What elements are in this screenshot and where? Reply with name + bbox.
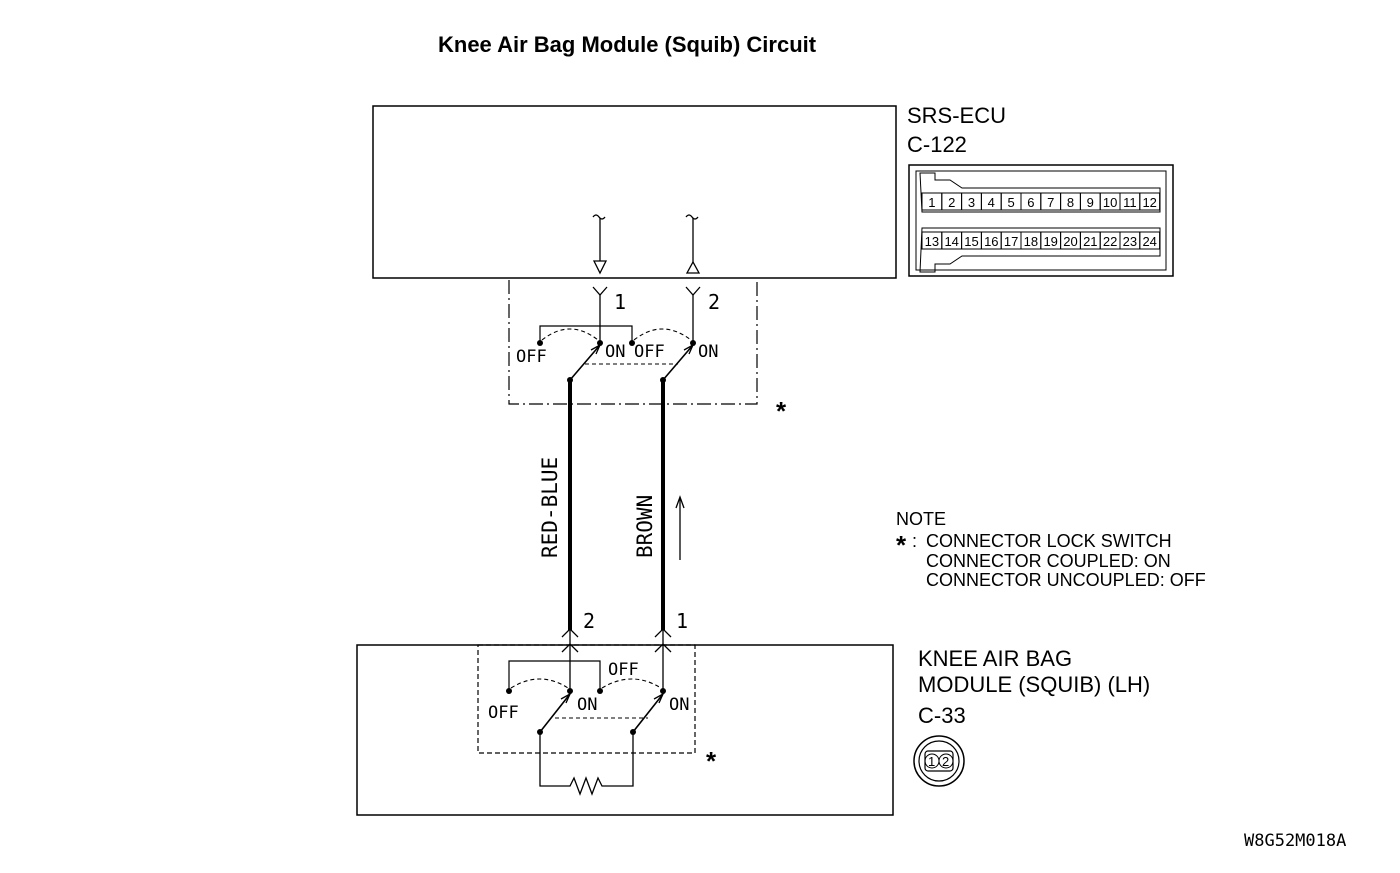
ecu-pin-number: 19 xyxy=(1043,234,1057,249)
module-pin-1-label: 1 xyxy=(676,609,688,633)
diagram-title: Knee Air Bag Module (Squib) Circuit xyxy=(438,32,817,57)
ecu-pin-number: 6 xyxy=(1027,195,1034,210)
ecu-switch-on-label-right: ON xyxy=(698,342,718,362)
ecu-pin-2-terminal xyxy=(685,286,701,342)
ecu-pin-number: 20 xyxy=(1063,234,1077,249)
module-pin-2-terminal xyxy=(561,628,579,690)
module-connector-pin-2: 2 xyxy=(942,754,949,769)
current-direction-arrow xyxy=(675,495,685,560)
ecu-pin-number: 18 xyxy=(1024,234,1038,249)
note-colon: : xyxy=(912,531,917,551)
ecu-pin-number: 15 xyxy=(964,234,978,249)
ecu-pin-number: 5 xyxy=(1007,195,1014,210)
ecu-pin-number: 8 xyxy=(1067,195,1074,210)
ecu-pin-number: 21 xyxy=(1083,234,1097,249)
module-pin-1-terminal xyxy=(654,628,672,690)
note-line-2: CONNECTOR COUPLED: ON xyxy=(926,551,1171,571)
figure-code: W8G52M018A xyxy=(1244,831,1346,851)
ecu-pin-number: 4 xyxy=(988,195,995,210)
module-switch-off-label-left: OFF xyxy=(488,703,519,723)
module-pin-2-label: 2 xyxy=(583,609,595,633)
ecu-pin-number: 9 xyxy=(1087,195,1094,210)
note-star: * xyxy=(896,530,907,560)
note-line-3: CONNECTOR UNCOUPLED: OFF xyxy=(926,570,1206,590)
module-switch-off-label-right: OFF xyxy=(608,660,639,680)
ecu-switch-off-label-right: OFF xyxy=(634,342,665,362)
ecu-pin-number: 23 xyxy=(1123,234,1137,249)
ecu-pin-number: 7 xyxy=(1047,195,1054,210)
module-switch-on-label-right: ON xyxy=(669,695,689,715)
ecu-pin-1-terminal xyxy=(592,286,608,342)
ecu-switch-off-label-left: OFF xyxy=(516,347,547,367)
module-switch-on-label-left: ON xyxy=(577,695,597,715)
ecu-connector-code: C-122 xyxy=(907,132,967,157)
note-block: NOTE * : CONNECTOR LOCK SWITCH CONNECTOR… xyxy=(896,509,1206,590)
module-lock-switch-star: * xyxy=(706,746,717,776)
ecu-lock-switch-box xyxy=(508,280,758,405)
ecu-pin-number: 14 xyxy=(944,234,958,249)
wire-brown-label: BROWN xyxy=(633,495,657,558)
ecu-pin-2-label: 2 xyxy=(708,290,720,314)
ecu-pin-number: 17 xyxy=(1004,234,1018,249)
ecu-pin-cell xyxy=(1139,192,1161,211)
module-connector-pin-1: 1 xyxy=(928,754,935,769)
module-name-line-1: KNEE AIR BAG xyxy=(918,646,1072,671)
ecu-name: SRS-ECU xyxy=(907,103,1006,128)
ecu-pin-number: 3 xyxy=(968,195,975,210)
ecu-pin-number: 12 xyxy=(1142,195,1156,210)
ecu-pin-1-label: 1 xyxy=(614,290,626,314)
module-connector-code: C-33 xyxy=(918,703,966,728)
ecu-lock-switch-star: * xyxy=(776,396,787,426)
note-line-1: CONNECTOR LOCK SWITCH xyxy=(926,531,1172,551)
module-name-line-2: MODULE (SQUIB) (LH) xyxy=(918,672,1150,697)
ecu-pin-cell xyxy=(1139,231,1161,250)
ecu-pin-row-bottom: 13 14 15 16 17 18 19 20 21 22 23 24 xyxy=(921,231,1161,250)
ecu-pin-number: 2 xyxy=(948,195,955,210)
wire-red-blue-label: RED-BLUE xyxy=(538,457,562,558)
squib-resistor xyxy=(539,732,634,796)
ecu-pin-number: 10 xyxy=(1103,195,1117,210)
module-shorting-switch xyxy=(506,660,666,735)
ecu-pin-number: 22 xyxy=(1103,234,1117,249)
ecu-pin-number: 24 xyxy=(1142,234,1156,249)
module-connector-face: 1 2 xyxy=(913,735,965,787)
ecu-switch-on-label-left: ON xyxy=(605,342,625,362)
ecu-pin-number: 11 xyxy=(1123,195,1137,210)
ecu-pin-number: 16 xyxy=(984,234,998,249)
knee-airbag-module-block xyxy=(356,644,894,816)
ecu-pin-number: 1 xyxy=(928,195,935,210)
ecu-pin-number: 13 xyxy=(925,234,939,249)
note-heading: NOTE xyxy=(896,509,946,529)
srs-ecu-block xyxy=(372,105,897,279)
